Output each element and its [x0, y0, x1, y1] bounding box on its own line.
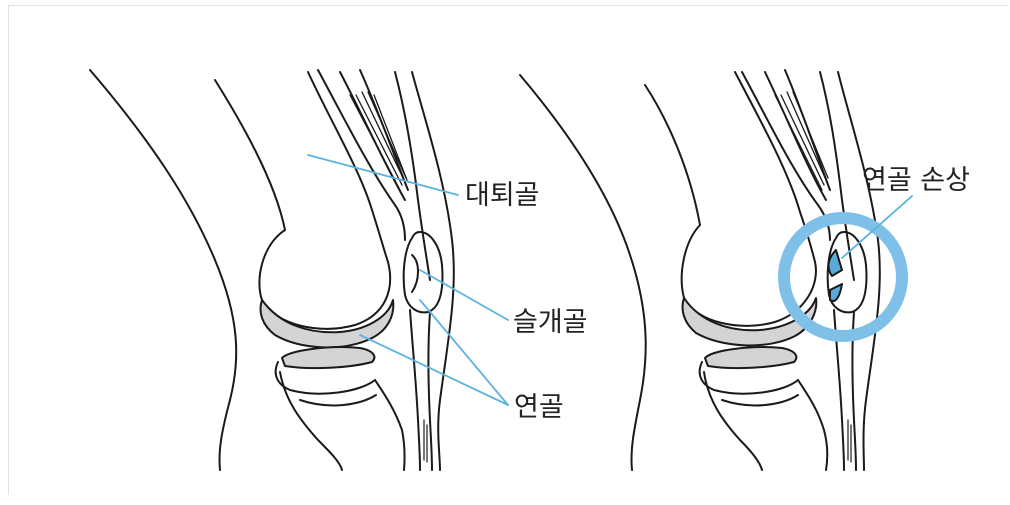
healthy-knee-illustration [90, 70, 454, 470]
damaged-knee-illustration [520, 70, 880, 470]
damage-highlight-ring [784, 218, 902, 336]
femur-leader-line [308, 155, 458, 195]
cartilage-damage-mark-lower [830, 284, 842, 301]
femur-label: 대퇴골 [465, 182, 540, 209]
cartilage-leader-line-2 [420, 300, 508, 405]
cartilage-label: 연골 [514, 394, 564, 421]
cartilage-damage-label: 연골 손상 [862, 167, 970, 194]
patella-label: 슬개골 [513, 309, 588, 336]
cartilage-leader-line-1 [360, 335, 508, 405]
patella-leader-line [420, 270, 508, 320]
